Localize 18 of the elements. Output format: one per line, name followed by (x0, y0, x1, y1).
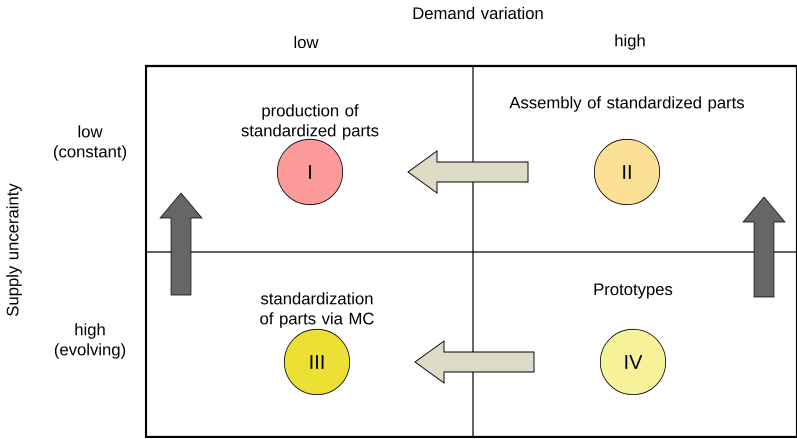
axis-label: Supply uncerainty (6, 183, 22, 316)
numbered-circle (594, 138, 660, 206)
circle-label: I (309, 165, 311, 179)
axis-label: low (constant) (54, 125, 126, 161)
circle-label: IV (625, 355, 642, 369)
quadrant-heading: production of standardized parts (241, 104, 378, 140)
axis-label: low (294, 36, 319, 48)
numbered-circle (276, 138, 344, 206)
axis-label: Demand variation (414, 6, 543, 20)
quadrant-heading: standardization of parts via MC (260, 292, 374, 328)
circle-label: III (310, 355, 324, 369)
axis-label: high (evolving) (54, 323, 126, 359)
circle-label: II (623, 165, 631, 179)
quadrant-heading: Assembly of standardized parts (509, 96, 744, 112)
axis-label: high (615, 34, 645, 50)
numbered-circle (600, 328, 666, 396)
numbered-circle (284, 328, 350, 396)
quadrant-heading: Prototypes (594, 284, 672, 298)
